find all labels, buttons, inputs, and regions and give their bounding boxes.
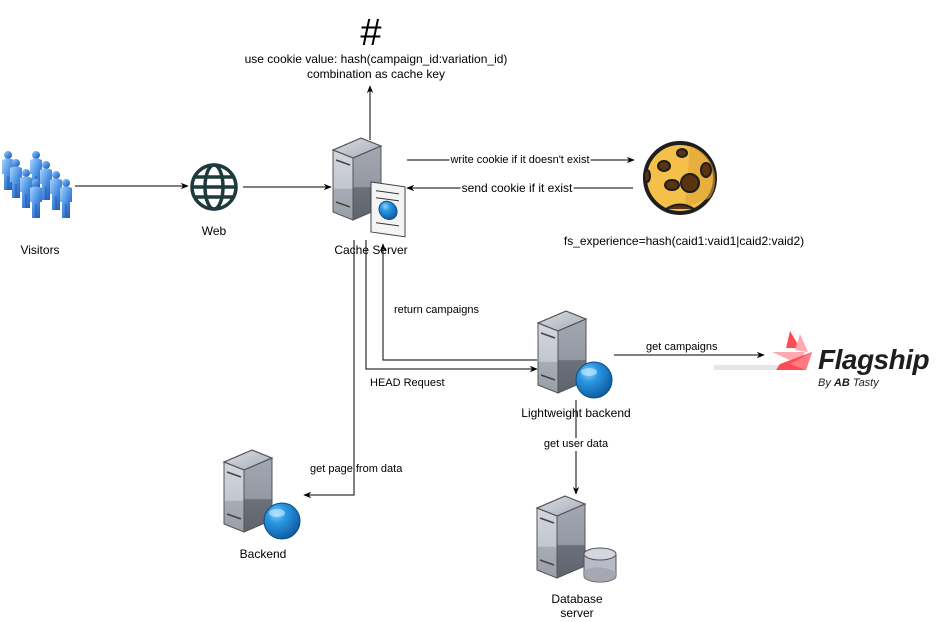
head-request-label: HEAD Request (370, 377, 445, 389)
cookie-value-label: fs_experience=hash(caid1:vaid1|caid2:vai… (563, 234, 805, 248)
flagship-wordmark: Flagship (818, 344, 930, 375)
flagship-byline: By AB Tasty (818, 377, 879, 389)
web-label: Web (201, 224, 227, 238)
return-campaigns-label: return campaigns (394, 304, 479, 316)
cache-key-note-line2: combination as cache key (306, 67, 446, 81)
send-cookie-label: send cookie if it exist (460, 181, 574, 195)
edge-head-request (365, 240, 538, 373)
flagship-logo-icon (714, 331, 812, 370)
cache-key-note-line1: use cookie value: hash(campaign_id:varia… (244, 52, 508, 66)
visitors-label: Visitors (20, 243, 60, 257)
edge-return-campaigns (379, 243, 537, 361)
edge-get-page-from-data (303, 240, 355, 499)
write-cookie-label: write cookie if it doesn't exist (449, 154, 591, 167)
hash-symbol: # (360, 12, 382, 54)
backend-label: Backend (239, 547, 287, 561)
database-server-icon (536, 495, 617, 583)
database-server-label-line2: server (560, 606, 594, 620)
get-page-from-data-label: get page from data (310, 463, 403, 475)
lightweight-backend-label: Lightweight backend (521, 406, 631, 420)
byline-prefix: By (818, 377, 831, 389)
database-server-label-line1: Database (551, 592, 603, 606)
web-server-globe-icon (537, 310, 613, 399)
web-server-icon (332, 137, 406, 238)
get-user-data-label: get user data (542, 438, 610, 451)
users-group-icon (1, 150, 73, 219)
byline-brand-b: Tasty (852, 377, 879, 389)
byline-brand-a: AB (833, 377, 850, 389)
web-server-globe-icon (223, 449, 301, 540)
cookie-icon (643, 141, 717, 215)
cache-server-label: Cache Server (334, 243, 408, 257)
globe-icon (190, 163, 238, 211)
get-campaigns-label: get campaigns (646, 341, 718, 353)
